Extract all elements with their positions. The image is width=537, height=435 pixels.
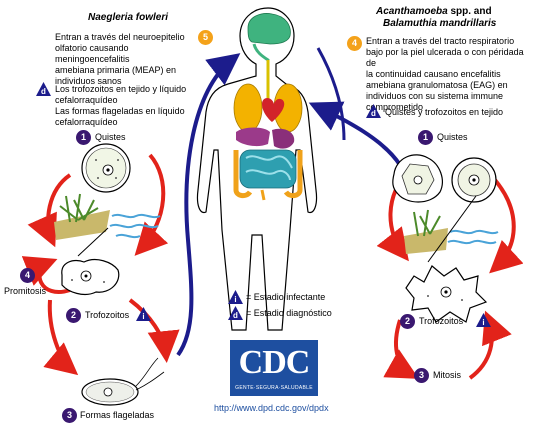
intestine-icon <box>239 149 297 189</box>
cdc-logo-text: CDC <box>238 344 311 381</box>
left-stage-3-badge: 3 <box>62 408 77 423</box>
cdc-logo: CDC GENTE·SEGURA·SALUDABLE <box>230 340 318 396</box>
right-title-italic: Acanthamoeba <box>376 6 448 17</box>
left-trofozoitos-label: Trofozoitos <box>85 310 130 320</box>
legend-infective-badge: i <box>228 290 243 304</box>
right-diagnostic-text: Quistes y trofozoitos en tejido <box>385 107 504 117</box>
legend-diagnostic-text: = Estadio diagnóstico <box>246 308 332 318</box>
right-quistes-label: Quistes <box>437 132 468 142</box>
infective-letter: i <box>234 295 236 304</box>
right-route-line: comprometido <box>366 102 424 112</box>
brain-icon <box>247 13 291 45</box>
right-title-line2: Balamuthia mandrillaris <box>383 18 497 29</box>
cdc-logo-subtitle: GENTE·SEGURA·SALUDABLE <box>235 385 313 391</box>
right-trofozoitos-label: Trofozoitos <box>419 316 464 326</box>
right-mitosis-label: Mitosis <box>433 370 462 380</box>
route-arrows <box>176 47 402 357</box>
left-route-text: Entran a través del neuroepitelio olfato… <box>55 32 200 87</box>
right-route-line: Entran a través del tracto respiratorio <box>366 36 515 46</box>
diagnostic-letter: d <box>371 109 376 118</box>
left-route-line: individuos sanos <box>55 76 122 86</box>
diagnostic-letter: d <box>233 311 238 320</box>
right-environment <box>404 195 499 263</box>
right-infective-badge: i <box>476 313 491 327</box>
left-route-line: Entran a través del neuroepitelio <box>55 32 185 42</box>
source-url[interactable]: http://www.dpd.cdc.gov/dpdx <box>214 403 329 413</box>
left-diagnostic-line: Las formas flageladas en líquido <box>55 106 185 116</box>
right-route-line: individuos con su sistema immune <box>366 91 504 101</box>
legend-infective-text: = Estadio infectante <box>246 292 326 302</box>
left-diagnostic-line: Los trofozoitos en tejido y líquido <box>55 84 187 94</box>
right-route-line: bajo por la piel ulcerada o con péridada… <box>366 47 524 68</box>
left-infective-badge: i <box>136 307 151 321</box>
right-route-line: la continuidad causano encefalitis <box>366 69 501 79</box>
diagnostic-letter: d <box>41 87 46 96</box>
left-diagnostic-text: Los trofozoitos en tejido y líquido cefa… <box>55 84 225 128</box>
infective-letter: i <box>142 312 144 321</box>
left-environment <box>54 193 161 257</box>
left-route-line: amebiana primaria (MEAP) en <box>55 65 177 75</box>
left-diagnostic-line: cefalorraquídeo <box>55 117 118 127</box>
left-diagnostic-line: cefalorraquídeo <box>55 95 118 105</box>
right-title-rest: spp. and <box>447 6 492 17</box>
right-trophozoite <box>405 265 488 323</box>
left-quistes-label: Quistes <box>95 132 126 142</box>
left-stage-1-badge: 1 <box>76 130 91 145</box>
left-stage-4-badge: 4 <box>20 268 35 283</box>
right-stage-2-badge: 2 <box>400 314 415 329</box>
right-stage-1-badge: 1 <box>418 130 433 145</box>
right-title: Acanthamoeba spp. and <box>376 6 492 17</box>
right-cyst-2 <box>451 157 497 203</box>
legend-diagnostic-badge: d <box>228 306 243 320</box>
human-figure <box>196 7 318 331</box>
left-route-line: olfatorio causando meningoencefalitis <box>55 43 130 64</box>
left-cyst <box>81 143 131 193</box>
infective-letter: i <box>482 318 484 327</box>
right-stage-3-badge: 3 <box>414 368 429 383</box>
route-5-badge: 5 <box>198 30 213 45</box>
left-cycle-arrows <box>21 153 180 376</box>
left-flagellate <box>81 357 165 406</box>
right-cyst-1 <box>392 154 443 203</box>
left-stage-2-badge: 2 <box>66 308 81 323</box>
right-route-line: amebiana granulomatosa (EAG) en <box>366 80 508 90</box>
left-formas-label: Formas flageladas <box>80 410 155 420</box>
lung-left-icon <box>233 83 263 133</box>
left-trophozoite <box>61 258 120 296</box>
route-4-badge: 4 <box>347 36 362 51</box>
left-title: Naegleria fowleri <box>88 12 169 23</box>
left-diagnostic-badge: d <box>36 82 51 96</box>
left-promitosis-label: Promitosis <box>4 286 47 296</box>
right-route-text: Entran a través del tracto respiratorio … <box>366 36 536 113</box>
right-diagnostic-badge: d <box>366 104 381 118</box>
